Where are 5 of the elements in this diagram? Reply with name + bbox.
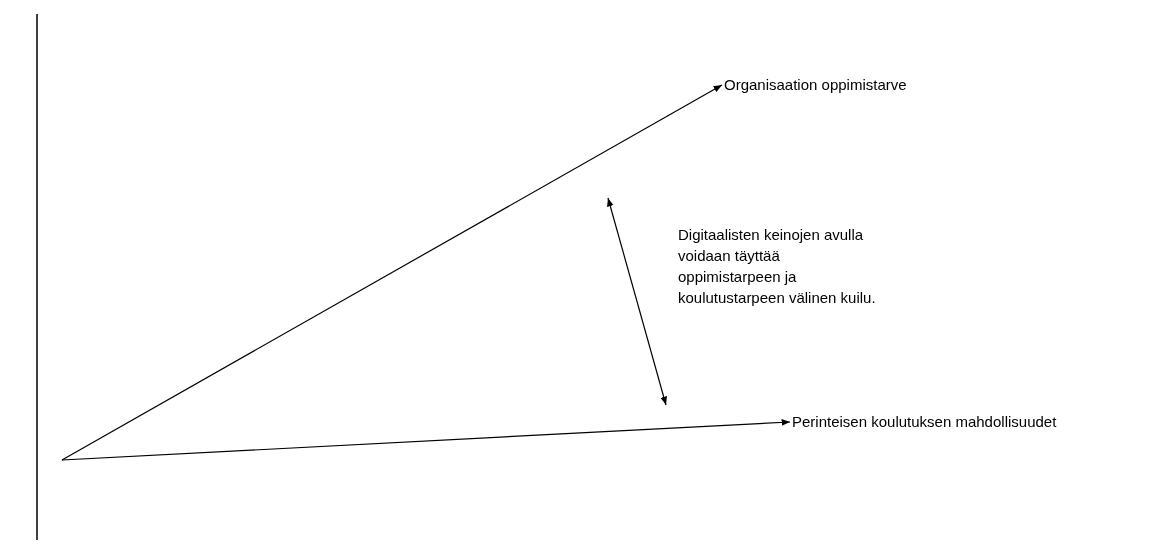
- annotation-text: Digitaalisten keinojen avulla voidaan täyttää oppimistarpeen ja koulutustarpeen välinen kuilu.: [678, 225, 877, 308]
- text-label: Organisaation oppimistarve: [724, 73, 907, 97]
- arrow: [61, 84, 723, 461]
- text-label: Perinteisen koulutuksen mahdollisuudet: [792, 410, 1057, 434]
- arrow: [61, 419, 791, 461]
